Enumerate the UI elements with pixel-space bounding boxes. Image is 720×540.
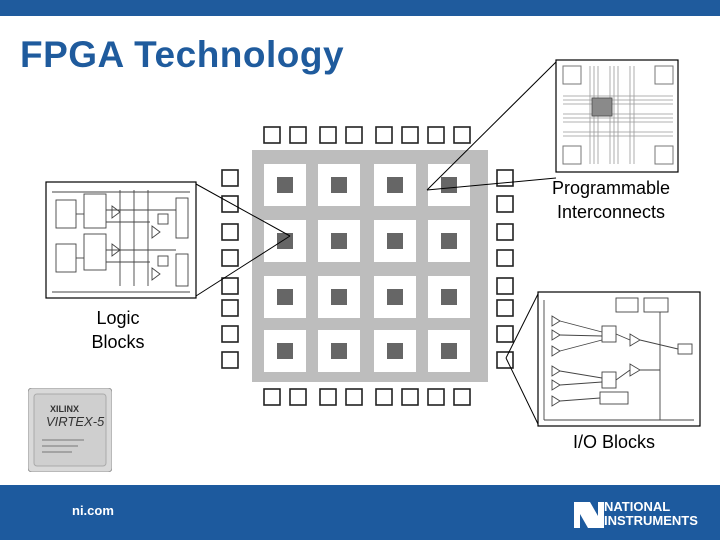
logo-line-2: INSTRUMENTS bbox=[604, 513, 698, 528]
logic-block-core bbox=[331, 233, 347, 249]
logic-block-core bbox=[331, 343, 347, 359]
io-pad bbox=[496, 325, 514, 343]
logic-block-core bbox=[331, 177, 347, 193]
io-pad bbox=[453, 126, 471, 144]
logic-block-core bbox=[441, 177, 457, 193]
io-pad bbox=[263, 388, 281, 406]
logic-block-core bbox=[387, 289, 403, 305]
logic-block-core bbox=[277, 233, 293, 249]
interconnect-zoom bbox=[426, 59, 679, 191]
io-pad bbox=[263, 126, 281, 144]
io-pad bbox=[496, 195, 514, 213]
logic-block-core bbox=[441, 289, 457, 305]
io-pad bbox=[319, 126, 337, 144]
io-pad bbox=[221, 169, 239, 187]
label-line: Programmable bbox=[551, 178, 671, 198]
io-pad bbox=[453, 388, 471, 406]
label-line: Blocks bbox=[91, 332, 145, 352]
io-pad bbox=[375, 388, 393, 406]
io-pad bbox=[401, 388, 419, 406]
io-pad bbox=[375, 126, 393, 144]
io-pad bbox=[496, 351, 514, 369]
io-pad bbox=[221, 249, 239, 267]
logic-block-core bbox=[277, 343, 293, 359]
io-pad bbox=[221, 351, 239, 369]
io-pad bbox=[221, 223, 239, 241]
label-logic-blocks: Logic Blocks bbox=[68, 306, 168, 354]
io-pad bbox=[401, 126, 419, 144]
logo-line-1: NATIONAL bbox=[604, 499, 671, 514]
io-pad bbox=[221, 325, 239, 343]
logic-block-core bbox=[441, 343, 457, 359]
chip-product: VIRTEX-5 bbox=[46, 414, 105, 429]
top-bar bbox=[0, 0, 720, 16]
ni-logo-text: NATIONAL INSTRUMENTS bbox=[604, 500, 698, 528]
io-pad bbox=[496, 249, 514, 267]
io-pad bbox=[427, 126, 445, 144]
io-pad bbox=[289, 388, 307, 406]
logic-block-core bbox=[331, 289, 347, 305]
io-pad bbox=[289, 126, 307, 144]
logic-block-core bbox=[387, 343, 403, 359]
logic-block-core bbox=[441, 233, 457, 249]
label-line: Logic bbox=[96, 308, 140, 328]
io-pads bbox=[221, 126, 514, 406]
national-instruments-logo-icon bbox=[574, 502, 604, 528]
io-pad bbox=[496, 299, 514, 317]
io-pad bbox=[221, 299, 239, 317]
io-pad bbox=[345, 126, 363, 144]
logic-cell-grid bbox=[264, 164, 470, 372]
logic-block-core bbox=[277, 177, 293, 193]
io-pad bbox=[319, 388, 337, 406]
io-block-zoom bbox=[505, 291, 701, 427]
virtex5-chip-image bbox=[28, 388, 112, 472]
logic-block-core bbox=[277, 289, 293, 305]
io-pad bbox=[221, 277, 239, 295]
io-pad bbox=[427, 388, 445, 406]
io-pad bbox=[221, 195, 239, 213]
logic-block-core bbox=[387, 233, 403, 249]
chip-brand: XILINX bbox=[50, 404, 80, 414]
io-pad bbox=[345, 388, 363, 406]
label-programmable-interconnects: Programmable Interconnects bbox=[536, 176, 686, 224]
label-line: Interconnects bbox=[556, 202, 666, 222]
logic-block-core bbox=[387, 177, 403, 193]
io-pad bbox=[496, 277, 514, 295]
label-io-blocks: I/O Blocks bbox=[572, 432, 656, 452]
logic-block-zoom bbox=[45, 181, 291, 299]
slide-title: FPGA Technology bbox=[20, 34, 345, 75]
io-pad bbox=[496, 223, 514, 241]
footer-url[interactable]: ni.com bbox=[72, 503, 114, 518]
